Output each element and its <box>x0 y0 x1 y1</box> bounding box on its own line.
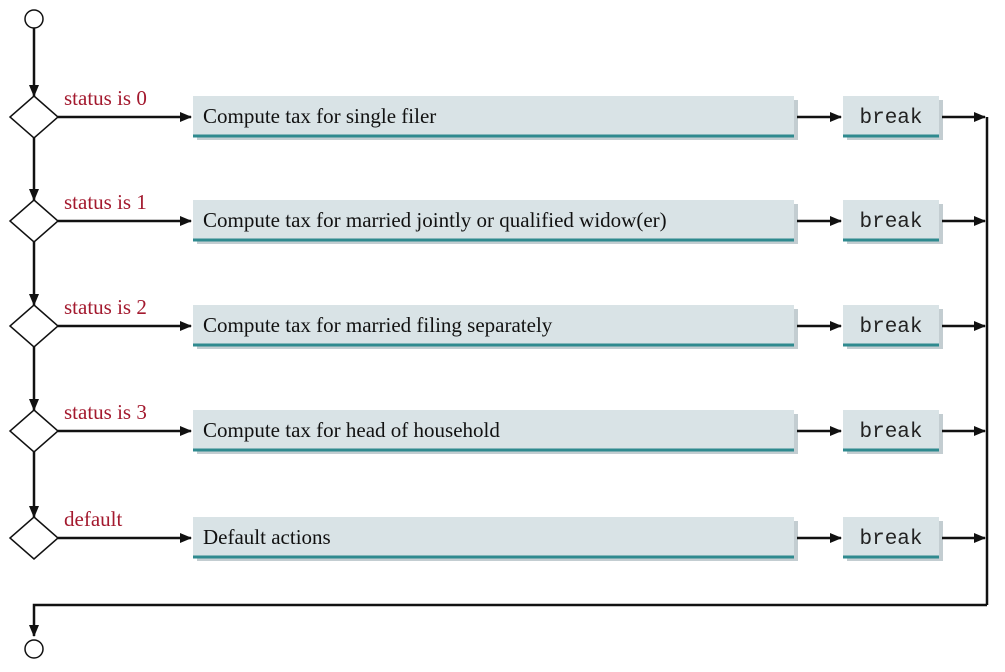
merge-line-bottom <box>29 603 987 637</box>
action-box <box>193 200 794 240</box>
action-label: Compute tax for married filing separatel… <box>203 313 553 337</box>
condition-label: status is 2 <box>64 295 147 319</box>
break-label: break <box>859 107 922 130</box>
action-box <box>193 305 794 345</box>
break-box <box>843 200 939 240</box>
break-label: break <box>859 528 922 551</box>
end-node <box>24 639 44 659</box>
break-box <box>843 305 939 345</box>
action-label: Compute tax for single filer <box>203 104 436 128</box>
break-label: break <box>859 421 922 444</box>
break-box <box>843 410 939 450</box>
action-box <box>193 410 794 450</box>
decision-diamond <box>8 516 60 560</box>
action-box <box>193 517 794 557</box>
action-label: Compute tax for married jointly or quali… <box>203 208 667 232</box>
condition-label: status is 3 <box>64 400 147 424</box>
decision-diamond <box>8 409 60 453</box>
decision-diamond <box>8 304 60 348</box>
action-label: Compute tax for head of household <box>203 418 500 442</box>
break-label: break <box>859 211 922 234</box>
condition-label: status is 1 <box>64 190 147 214</box>
break-box <box>843 517 939 557</box>
action-box <box>193 96 794 136</box>
break-label: break <box>859 316 922 339</box>
start-node <box>24 9 44 29</box>
break-box <box>843 96 939 136</box>
decision-diamond <box>8 95 60 139</box>
condition-label: default <box>64 507 122 531</box>
condition-label: status is 0 <box>64 86 147 110</box>
decision-diamond <box>8 199 60 243</box>
action-label: Default actions <box>203 525 331 549</box>
